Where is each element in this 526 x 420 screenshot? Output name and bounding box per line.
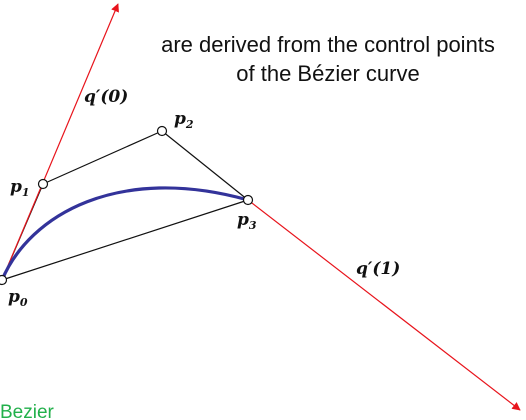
footer-text: Bezier (0, 402, 54, 420)
control-point-p2 (156, 125, 168, 137)
label-p0: p0 (8, 287, 28, 309)
polygon-edge-p0-p3 (1, 199, 249, 281)
slide-caption: are derived from the control points of t… (118, 30, 526, 88)
caption-line-1: are derived from the control points (161, 32, 495, 57)
tangent-arrow-end (247, 199, 521, 411)
label-tangent-end: q′(1) (356, 259, 400, 279)
caption-line-2: of the Bézier curve (236, 61, 420, 86)
bezier-curve (0, 186, 250, 282)
label-tangent-start: q′(0) (84, 87, 128, 107)
control-point-p0 (0, 274, 8, 286)
control-polygon (1, 130, 249, 281)
label-p3: p3 (237, 210, 257, 232)
control-point-p1 (37, 178, 49, 190)
label-p1: p1 (10, 177, 30, 199)
polygon-edge-p1-p2 (42, 130, 163, 185)
tangent-arrow-start (1, 3, 119, 281)
label-p2: p2 (174, 109, 194, 131)
control-point-p3 (242, 194, 254, 206)
polygon-edge-p2-p3 (161, 130, 249, 201)
